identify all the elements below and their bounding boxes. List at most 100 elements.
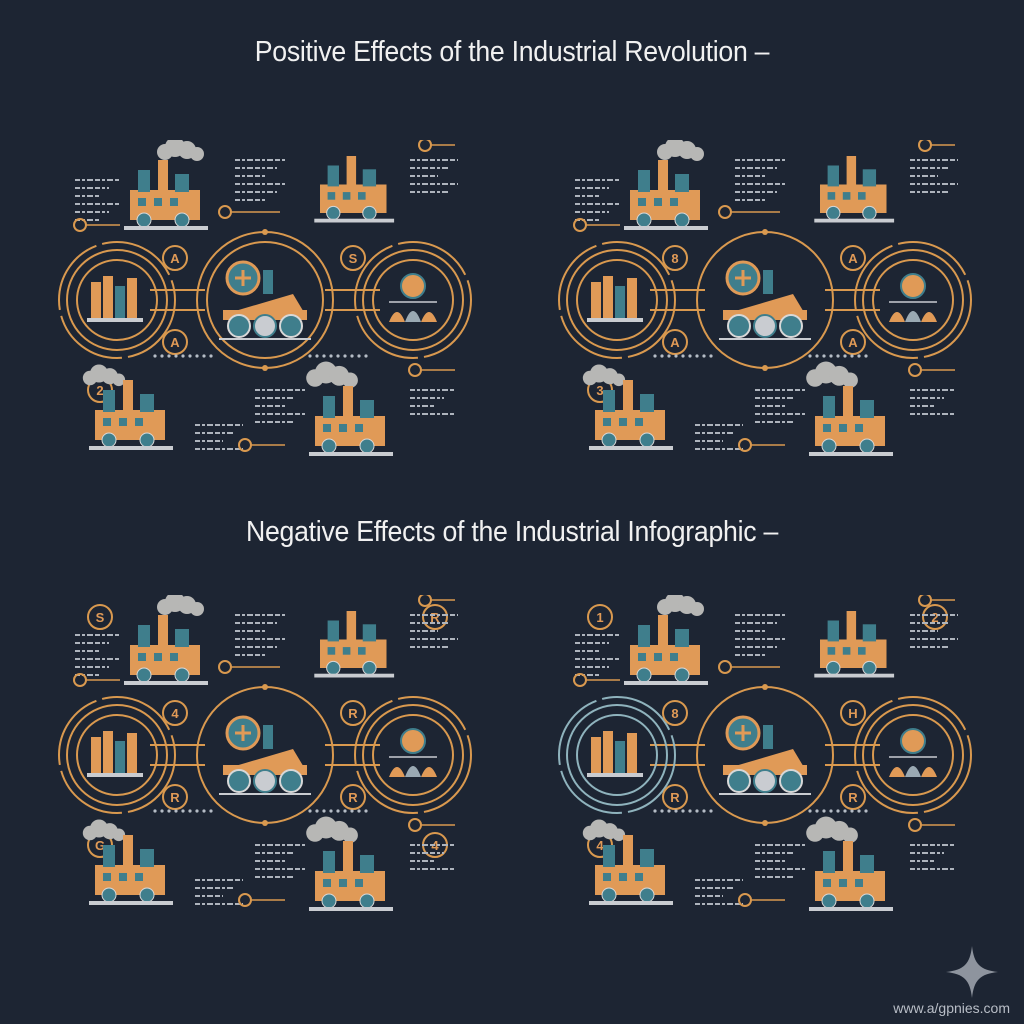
svg-text:3: 3: [596, 383, 603, 398]
connector-dot-line: [573, 673, 620, 687]
filler-text-block: [410, 389, 454, 415]
svg-text:4: 4: [171, 706, 179, 721]
connector-dot-line: [908, 363, 955, 377]
smoke-cloud-icon: [582, 819, 626, 842]
svg-text:R: R: [430, 610, 440, 625]
number-badge: A: [162, 245, 188, 271]
dot-row: [653, 354, 868, 358]
circle-chain: [58, 229, 472, 371]
side-left-icon: [87, 276, 143, 322]
bottom-left-factory-icon: [589, 380, 673, 450]
side-right-icon: [389, 273, 437, 322]
svg-text:R: R: [170, 790, 180, 805]
filler-text-block: [410, 159, 458, 193]
filler-text-block: [695, 879, 743, 905]
connector-dot-line: [238, 438, 285, 452]
top-left-factory-icon: [124, 615, 208, 685]
connector-dot-line: [418, 140, 455, 152]
connector-dot-line: [718, 660, 780, 674]
number-badge: 8: [662, 245, 688, 271]
number-badge: S: [340, 245, 366, 271]
connector-dot-line: [408, 363, 455, 377]
svg-text:1: 1: [596, 610, 603, 625]
connector-dot-line: [418, 595, 455, 607]
center-machine-icon: [219, 715, 311, 795]
connector-dot-line: [218, 205, 280, 219]
connector-dot-line: [408, 818, 455, 832]
circle-chain: [558, 684, 972, 826]
filler-text-block: [255, 844, 305, 878]
filler-text-block: [75, 634, 119, 676]
filler-text-block: [575, 179, 619, 221]
top-right-factory-icon: [314, 156, 395, 223]
smoke-cloud-icon: [82, 364, 126, 387]
smoke-cloud-icon: [157, 140, 204, 161]
svg-text:8: 8: [671, 251, 678, 266]
svg-text:A: A: [170, 251, 180, 266]
number-badge: 4: [162, 700, 188, 726]
svg-text:A: A: [848, 335, 858, 350]
connector-dot-line: [73, 218, 120, 232]
top-right-factory-icon: [314, 611, 395, 678]
connector-dot-line: [218, 660, 280, 674]
svg-text:4: 4: [596, 838, 604, 853]
svg-text:2: 2: [931, 610, 938, 625]
svg-text:R: R: [348, 706, 358, 721]
svg-text:4: 4: [431, 838, 439, 853]
number-badge: H: [840, 700, 866, 726]
connector-dot-line: [238, 893, 285, 907]
center-machine-icon: [719, 715, 811, 795]
top-right-factory-icon: [814, 156, 895, 223]
connector-dot-line: [718, 205, 780, 219]
filler-text-block: [575, 634, 619, 676]
number-badge: 2: [922, 604, 948, 630]
svg-text:A: A: [670, 335, 680, 350]
svg-text:S: S: [349, 251, 358, 266]
number-badge: S: [87, 604, 113, 630]
circle-chain: [558, 229, 972, 371]
top-right-factory-icon: [814, 611, 895, 678]
svg-text:R: R: [670, 790, 680, 805]
smoke-cloud-icon: [82, 819, 126, 842]
top-left-factory-icon: [124, 160, 208, 230]
filler-text-block: [755, 389, 805, 423]
bottom-left-factory-icon: [589, 835, 673, 905]
filler-text-block: [910, 159, 958, 193]
infographic-panel-negative-right: 8 R H R 1 2 4: [555, 595, 975, 915]
bottom-right-factory-icon: [309, 841, 393, 911]
filler-text-block: [695, 424, 743, 450]
svg-text:G: G: [95, 838, 105, 853]
connector-dot-line: [73, 673, 120, 687]
filler-text-block: [910, 614, 958, 648]
infographic-panel-positive-right: 8 A A A 3: [555, 140, 975, 460]
bottom-left-factory-icon: [89, 835, 173, 905]
sparkle-star-icon: [946, 946, 998, 998]
smoke-cloud-icon: [582, 364, 626, 387]
infographic-panel-positive-left: A A S 2: [55, 140, 475, 460]
dot-row: [653, 809, 868, 813]
top-left-factory-icon: [624, 160, 708, 230]
connector-dot-line: [918, 140, 955, 152]
connector-dot-line: [918, 595, 955, 607]
smoke-cloud-icon: [657, 595, 704, 616]
number-badge: A: [840, 245, 866, 271]
filler-text-block: [735, 614, 787, 656]
svg-text:R: R: [848, 790, 858, 805]
connector-dot-line: [738, 893, 785, 907]
side-right-icon: [389, 728, 437, 777]
number-badge: R: [340, 700, 366, 726]
filler-text-block: [735, 159, 787, 201]
bottom-right-factory-icon: [809, 386, 893, 456]
svg-text:8: 8: [671, 706, 678, 721]
svg-text:A: A: [848, 251, 858, 266]
filler-text-block: [195, 424, 243, 450]
number-badge: R: [840, 784, 866, 810]
number-badge: A: [840, 329, 866, 355]
bottom-right-factory-icon: [309, 386, 393, 456]
smoke-cloud-icon: [806, 361, 858, 388]
filler-text-block: [235, 159, 287, 201]
top-left-factory-icon: [624, 615, 708, 685]
svg-text:H: H: [848, 706, 857, 721]
center-machine-icon: [719, 260, 811, 340]
number-badge: 1: [587, 604, 613, 630]
